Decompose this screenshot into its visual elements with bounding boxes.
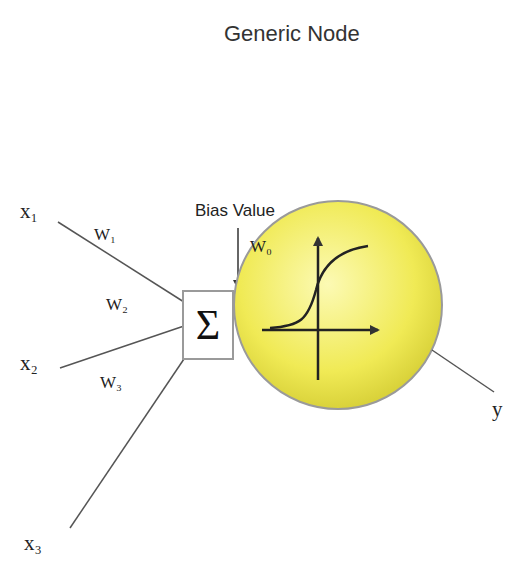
activation-circle [234, 201, 442, 409]
input-line [58, 222, 184, 302]
weight-label: W₂ [106, 296, 128, 315]
weight-label: W₀ [250, 238, 272, 257]
weight-label: W₁ [94, 226, 116, 245]
output-label: y [492, 398, 503, 421]
diagram-title: Generic Node [224, 22, 360, 46]
output-line [432, 350, 494, 392]
input-label: x₂ [20, 352, 38, 375]
bias-label: Bias Value [195, 202, 275, 221]
weight-label: W₃ [100, 374, 122, 393]
summation-symbol: Σ [196, 302, 220, 348]
input-label: x₃ [24, 532, 42, 555]
y-axis [317, 238, 320, 380]
x-axis [262, 329, 378, 332]
input-label: x₁ [20, 200, 38, 223]
sigmoid-curve [270, 246, 368, 328]
input-line [70, 356, 186, 528]
input-line [60, 326, 184, 368]
summation-box: Σ [182, 290, 234, 360]
